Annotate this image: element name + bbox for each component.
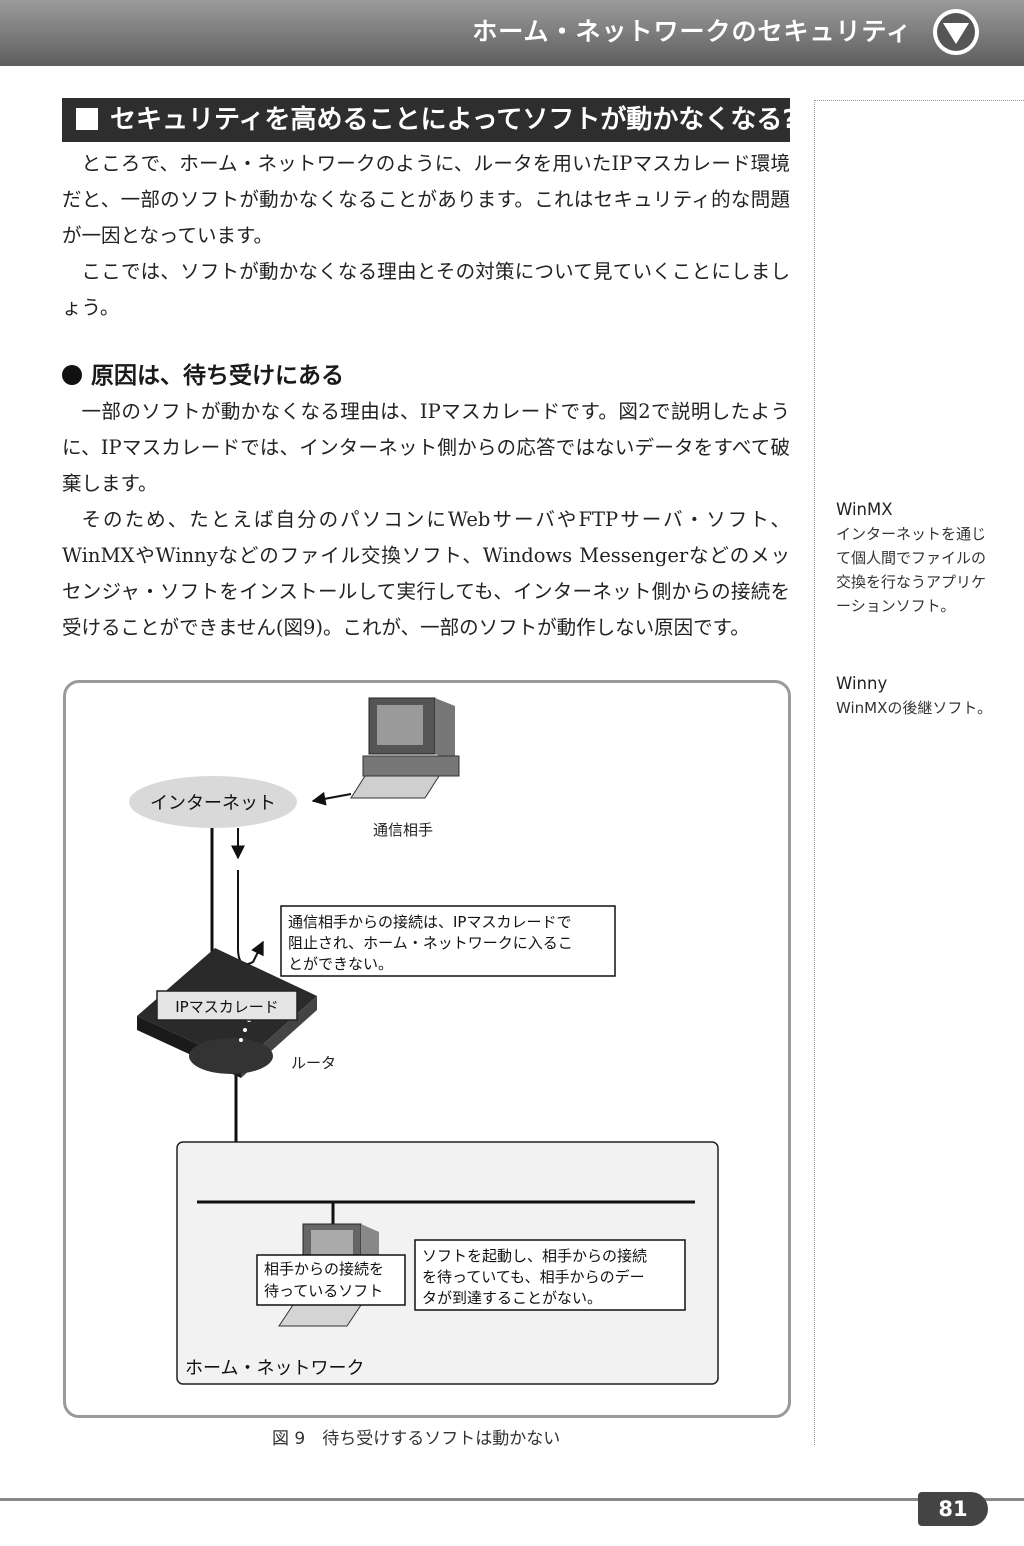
blocked-note-line-3: とができない。	[288, 955, 393, 973]
router-label: ルータ	[291, 1054, 336, 1072]
triangle-down-icon	[933, 9, 979, 55]
cause-text: 一部のソフトが動かなくなる理由は、IPマスカレードです。図2で説明したように、I…	[62, 394, 790, 646]
square-bullet-icon	[76, 108, 98, 130]
blocked-note-line-1: 通信相手からの接続は、IPマスカレードで	[288, 913, 571, 931]
note-description: インターネットを通じて個人間でファイルの交換を行なうアプリケーションソフト。	[836, 525, 987, 615]
subsection-heading: 原因は、待ち受けにある	[62, 356, 344, 390]
router-tag: IPマスカレード	[175, 998, 278, 1016]
internet-cloud	[129, 776, 297, 828]
intro-paragraph-1: ところで、ホーム・ネットワークのように、ルータを用いたIPマスカレード環境だと、…	[62, 152, 790, 247]
never-line-2: を待っていても、相手からのデー	[422, 1268, 645, 1286]
blocked-note-box	[280, 905, 616, 977]
sidebar-note-winmx: WinMX インターネットを通じて個人間でファイルの交換を行なうアプリケーション…	[836, 498, 996, 618]
figure-frame	[63, 680, 791, 1418]
running-header	[0, 0, 1024, 66]
peer-to-internet-arrow	[311, 791, 352, 806]
subsection-title: 原因は、待ち受けにある	[91, 363, 344, 389]
internet-label: インターネット	[150, 793, 276, 814]
note-term: WinMX	[836, 500, 893, 519]
sidebar-top-divider	[814, 100, 1024, 101]
peer-label: 通信相手	[373, 821, 433, 839]
figure-caption: 図 9 待ち受けするソフトは動かない	[272, 1429, 561, 1449]
cause-paragraph-1: 一部のソフトが動かなくなる理由は、IPマスカレードです。図2で説明したように、I…	[62, 400, 790, 495]
never-line-3: タが到達することがない。	[422, 1289, 602, 1307]
cause-paragraph-2: そのため、たとえば自分のパソコンにWebサーバやFTPサーバ・ソフト、WinMX…	[62, 508, 790, 639]
home-network-label: ホーム・ネットワーク	[185, 1358, 364, 1379]
never-line-1: ソフトを起動し、相手からの接続	[422, 1247, 647, 1265]
section-heading: セキュリティを高めることによってソフトが動かなくなる?	[62, 98, 790, 142]
waiting-line-2: 待っているソフト	[264, 1282, 383, 1300]
sidebar-note-winny: Winny WinMXの後継ソフト。	[836, 672, 996, 720]
page-number: 81	[918, 1492, 988, 1526]
never-arrives-box	[414, 1239, 686, 1311]
peer-computer-icon	[350, 697, 460, 799]
network-diagram: 通信相手 インターネット 通信相手からの接続は、IPマスカレードで 阻止され、ホ…	[129, 697, 719, 1385]
blocked-note-line-2: 阻止され、ホーム・ネットワークに入るこ	[288, 934, 573, 952]
intro-text: ところで、ホーム・ネットワークのように、ルータを用いたIPマスカレード環境だと、…	[62, 146, 790, 326]
blocked-arrow-2	[237, 870, 264, 966]
router-tag-box	[156, 990, 298, 1021]
note-term: Winny	[836, 674, 888, 693]
waiting-software-box	[256, 1254, 406, 1306]
running-header-title: ホーム・ネットワークのセキュリティ	[472, 17, 912, 46]
circle-bullet-icon	[62, 365, 82, 385]
footer-rule	[0, 1498, 1024, 1501]
waiting-line-1: 相手からの接続を	[264, 1260, 384, 1278]
section-title: セキュリティを高めることによってソフトが動かなくなる?	[110, 105, 790, 135]
intro-paragraph-2: ここでは、ソフトが動かなくなる理由とその対策について見ていくことにしましょう。	[62, 260, 790, 319]
router-icon	[137, 948, 317, 1078]
sidebar-divider	[814, 100, 815, 1445]
note-description: WinMXの後継ソフト。	[836, 699, 993, 717]
